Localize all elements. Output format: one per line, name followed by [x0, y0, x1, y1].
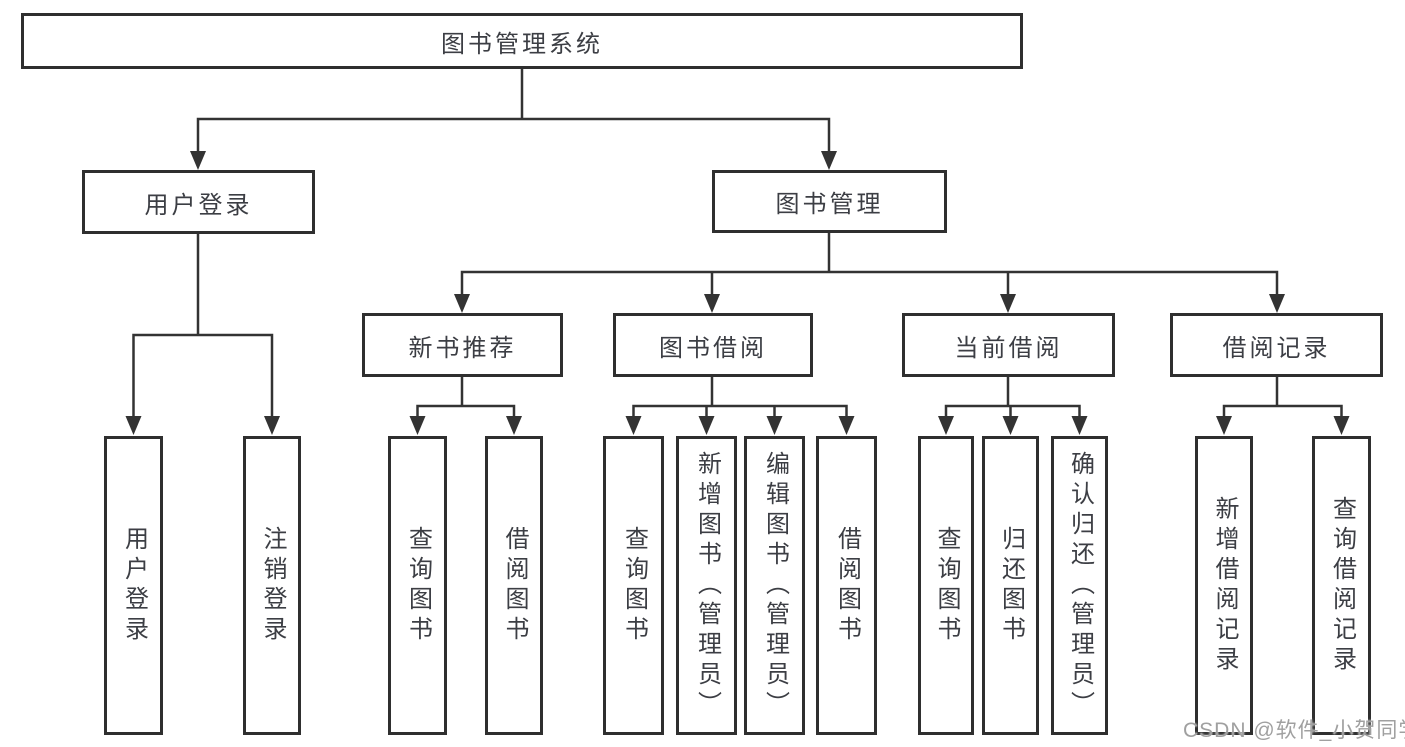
node-new-book-recommend: 新书推荐 — [362, 313, 563, 377]
leaf-user-login: 用户登录 — [104, 436, 163, 735]
leaf-query-books-recommend-label: 查询图书 — [404, 525, 432, 646]
leaf-borrow-books-recommend: 借阅图书 — [485, 436, 543, 735]
leaf-query-borrow-record-label: 查询借阅记录 — [1328, 495, 1356, 676]
connector-lines — [132, 69, 1343, 416]
leaf-logout: 注销登录 — [243, 436, 301, 735]
leaf-add-borrow-record: 新增借阅记录 — [1195, 436, 1253, 735]
leaf-confirm-return-admin: 确认归还（管理员） — [1051, 436, 1108, 735]
leaf-add-borrow-record-label: 新增借阅记录 — [1211, 495, 1238, 676]
leaf-return-book-label: 归还图书 — [997, 525, 1025, 646]
csdn-watermark: CSDN @软件_小贺同学 — [1183, 719, 1405, 742]
node-borrow-record: 借阅记录 — [1170, 313, 1383, 377]
arrowheads — [125, 151, 1350, 435]
node-current-borrow: 当前借阅 — [902, 313, 1115, 377]
leaf-borrow-book: 借阅图书 — [816, 436, 877, 735]
leaf-return-book: 归还图书 — [982, 436, 1039, 735]
leaf-query-books-borrow: 查询图书 — [603, 436, 664, 735]
leaf-query-books-borrow-label: 查询图书 — [620, 525, 648, 646]
leaf-confirm-return-admin-label: 确认归还（管理员） — [1066, 450, 1094, 721]
leaf-query-borrow-record: 查询借阅记录 — [1312, 436, 1371, 735]
leaf-add-book-admin-label: 新增图书（管理员） — [693, 450, 721, 721]
node-book-borrow: 图书借阅 — [613, 313, 813, 377]
leaf-query-books-current: 查询图书 — [918, 436, 974, 735]
node-user-login: 用户登录 — [82, 170, 315, 234]
leaf-borrow-books-recommend-label: 借阅图书 — [501, 525, 528, 646]
leaf-edit-book-admin: 编辑图书（管理员） — [744, 436, 805, 735]
leaf-query-books-recommend: 查询图书 — [388, 436, 447, 735]
node-book-management: 图书管理 — [712, 170, 947, 233]
node-root-system: 图书管理系统 — [21, 13, 1023, 69]
leaf-edit-book-admin-label: 编辑图书（管理员） — [761, 450, 789, 721]
leaf-logout-label: 注销登录 — [259, 525, 286, 646]
leaf-add-book-admin: 新增图书（管理员） — [676, 436, 737, 735]
leaf-borrow-book-label: 借阅图书 — [833, 525, 861, 646]
leaf-user-login-label: 用户登录 — [120, 525, 148, 646]
leaf-query-books-current-label: 查询图书 — [933, 525, 960, 646]
